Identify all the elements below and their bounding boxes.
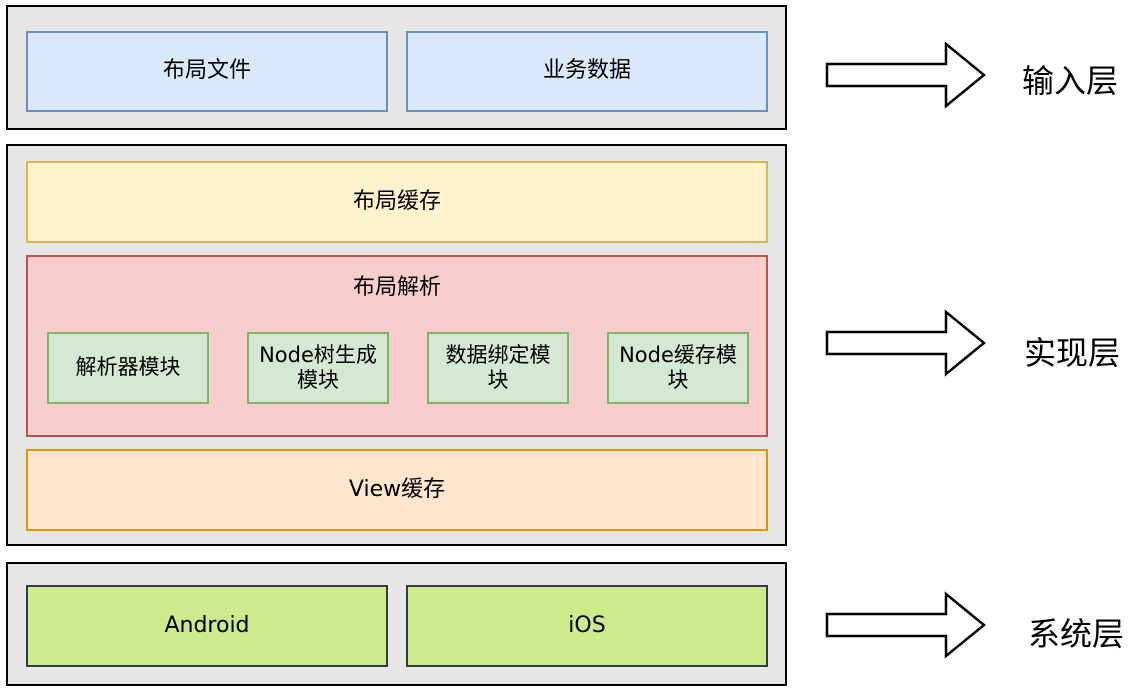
parser-module-box: 解析器模块 xyxy=(47,332,209,404)
node-cache-module-box: Node缓存模 块 xyxy=(607,332,749,404)
implementation-layer-label: 实现层 xyxy=(1024,334,1121,372)
system-layer-label: 系统层 xyxy=(1028,615,1125,653)
layout-parse-box: 布局解析 解析器模块 Node树生成 模块 数据绑定模 块 Node缓存模 块 xyxy=(26,255,768,437)
implementation-layer-container: 布局缓存 布局解析 解析器模块 Node树生成 模块 数据绑定模 块 Node缓… xyxy=(6,144,787,546)
layout-cache-box: 布局缓存 xyxy=(26,161,768,243)
arrow-right-icon xyxy=(825,591,986,659)
node-tree-module-box: Node树生成 模块 xyxy=(247,332,389,404)
data-binding-module-box: 数据绑定模 块 xyxy=(427,332,569,404)
input-layer-label: 输入层 xyxy=(1022,62,1119,100)
ios-box: iOS xyxy=(406,585,768,667)
layout-file-box: 布局文件 xyxy=(26,31,388,112)
input-layer-container: 布局文件 业务数据 xyxy=(6,5,787,130)
view-cache-box: View缓存 xyxy=(26,449,768,531)
system-layer-container: Android iOS xyxy=(6,562,787,686)
layout-parse-title: 布局解析 xyxy=(352,275,441,300)
android-box: Android xyxy=(26,585,388,667)
arrow-right-icon xyxy=(825,309,986,377)
arrow-right-icon xyxy=(825,41,986,109)
business-data-box: 业务数据 xyxy=(406,31,768,112)
